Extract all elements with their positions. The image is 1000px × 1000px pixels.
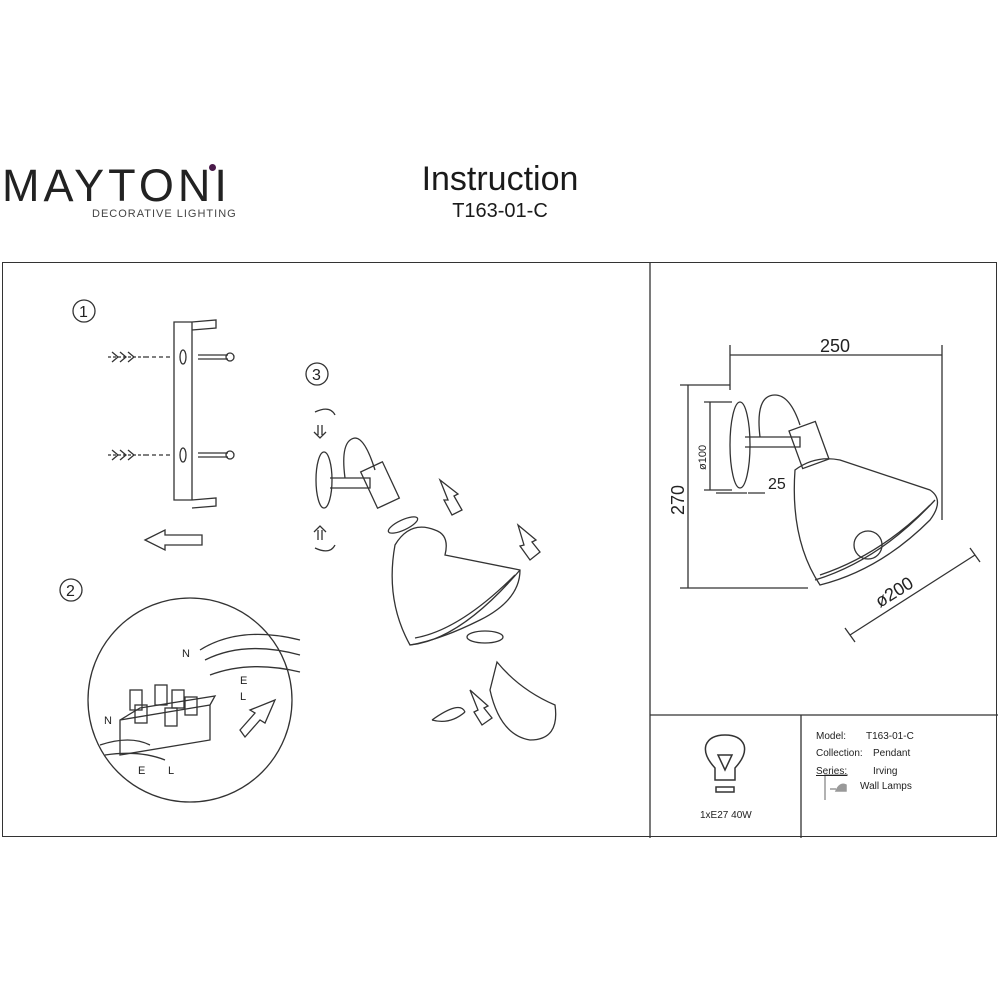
bulb-spec: 1xE27 40W [700,810,752,821]
dim-width: 250 [820,336,850,356]
model-value: T163-01-C [866,731,914,742]
wire-n-bottom: N [104,715,112,727]
dimension-diagram: 250 270 ø100 25 ø200 [668,336,981,643]
logo-dot [209,164,216,171]
collection-value: Pendant [873,748,911,759]
lamp-type: Wall Lamps [860,781,912,792]
wire-l-top: L [240,691,246,703]
model-label: Model: [816,731,847,742]
dim-height: 270 [668,485,688,515]
arrow-insert-icon [239,698,277,739]
step3-diagram: 3 [305,362,557,741]
wire-l-bottom: L [168,765,174,777]
dim-arm-offset: 25 [768,476,786,493]
dim-shade-diameter: ø200 [872,573,917,612]
arrow-up-icon-3 [469,689,493,726]
instruction-frame [2,262,997,837]
wire-e-bottom: E [138,765,145,777]
collection-label: Collection: [816,748,863,759]
page-title: Instruction [421,160,579,198]
wire-n-top: N [182,648,190,660]
rotate-small-icon [314,408,336,552]
brand-tagline: DECORATIVE LIGHTING [92,208,237,220]
arrow-left-icon [143,528,203,552]
step1-number: 1 [79,304,88,321]
step1-diagram: 1 [72,299,235,552]
step2-number: 2 [66,583,75,600]
brand-logo: MAYTONI [2,160,231,211]
arrow-up-icon [438,478,463,516]
dim-base-diameter: ø100 [697,445,709,470]
step2-diagram: 2 N E L N E L [59,578,301,803]
rotate-icon [431,706,466,723]
arrow-up-icon-2 [516,523,541,561]
wall-lamp-icon [824,774,848,800]
series-value: Irving [873,766,898,777]
bulb-icon [704,734,746,793]
wire-e-top: E [240,675,247,687]
model-code: T163-01-C [452,200,548,222]
series-label: Series: [816,766,848,777]
step3-number: 3 [312,367,321,384]
